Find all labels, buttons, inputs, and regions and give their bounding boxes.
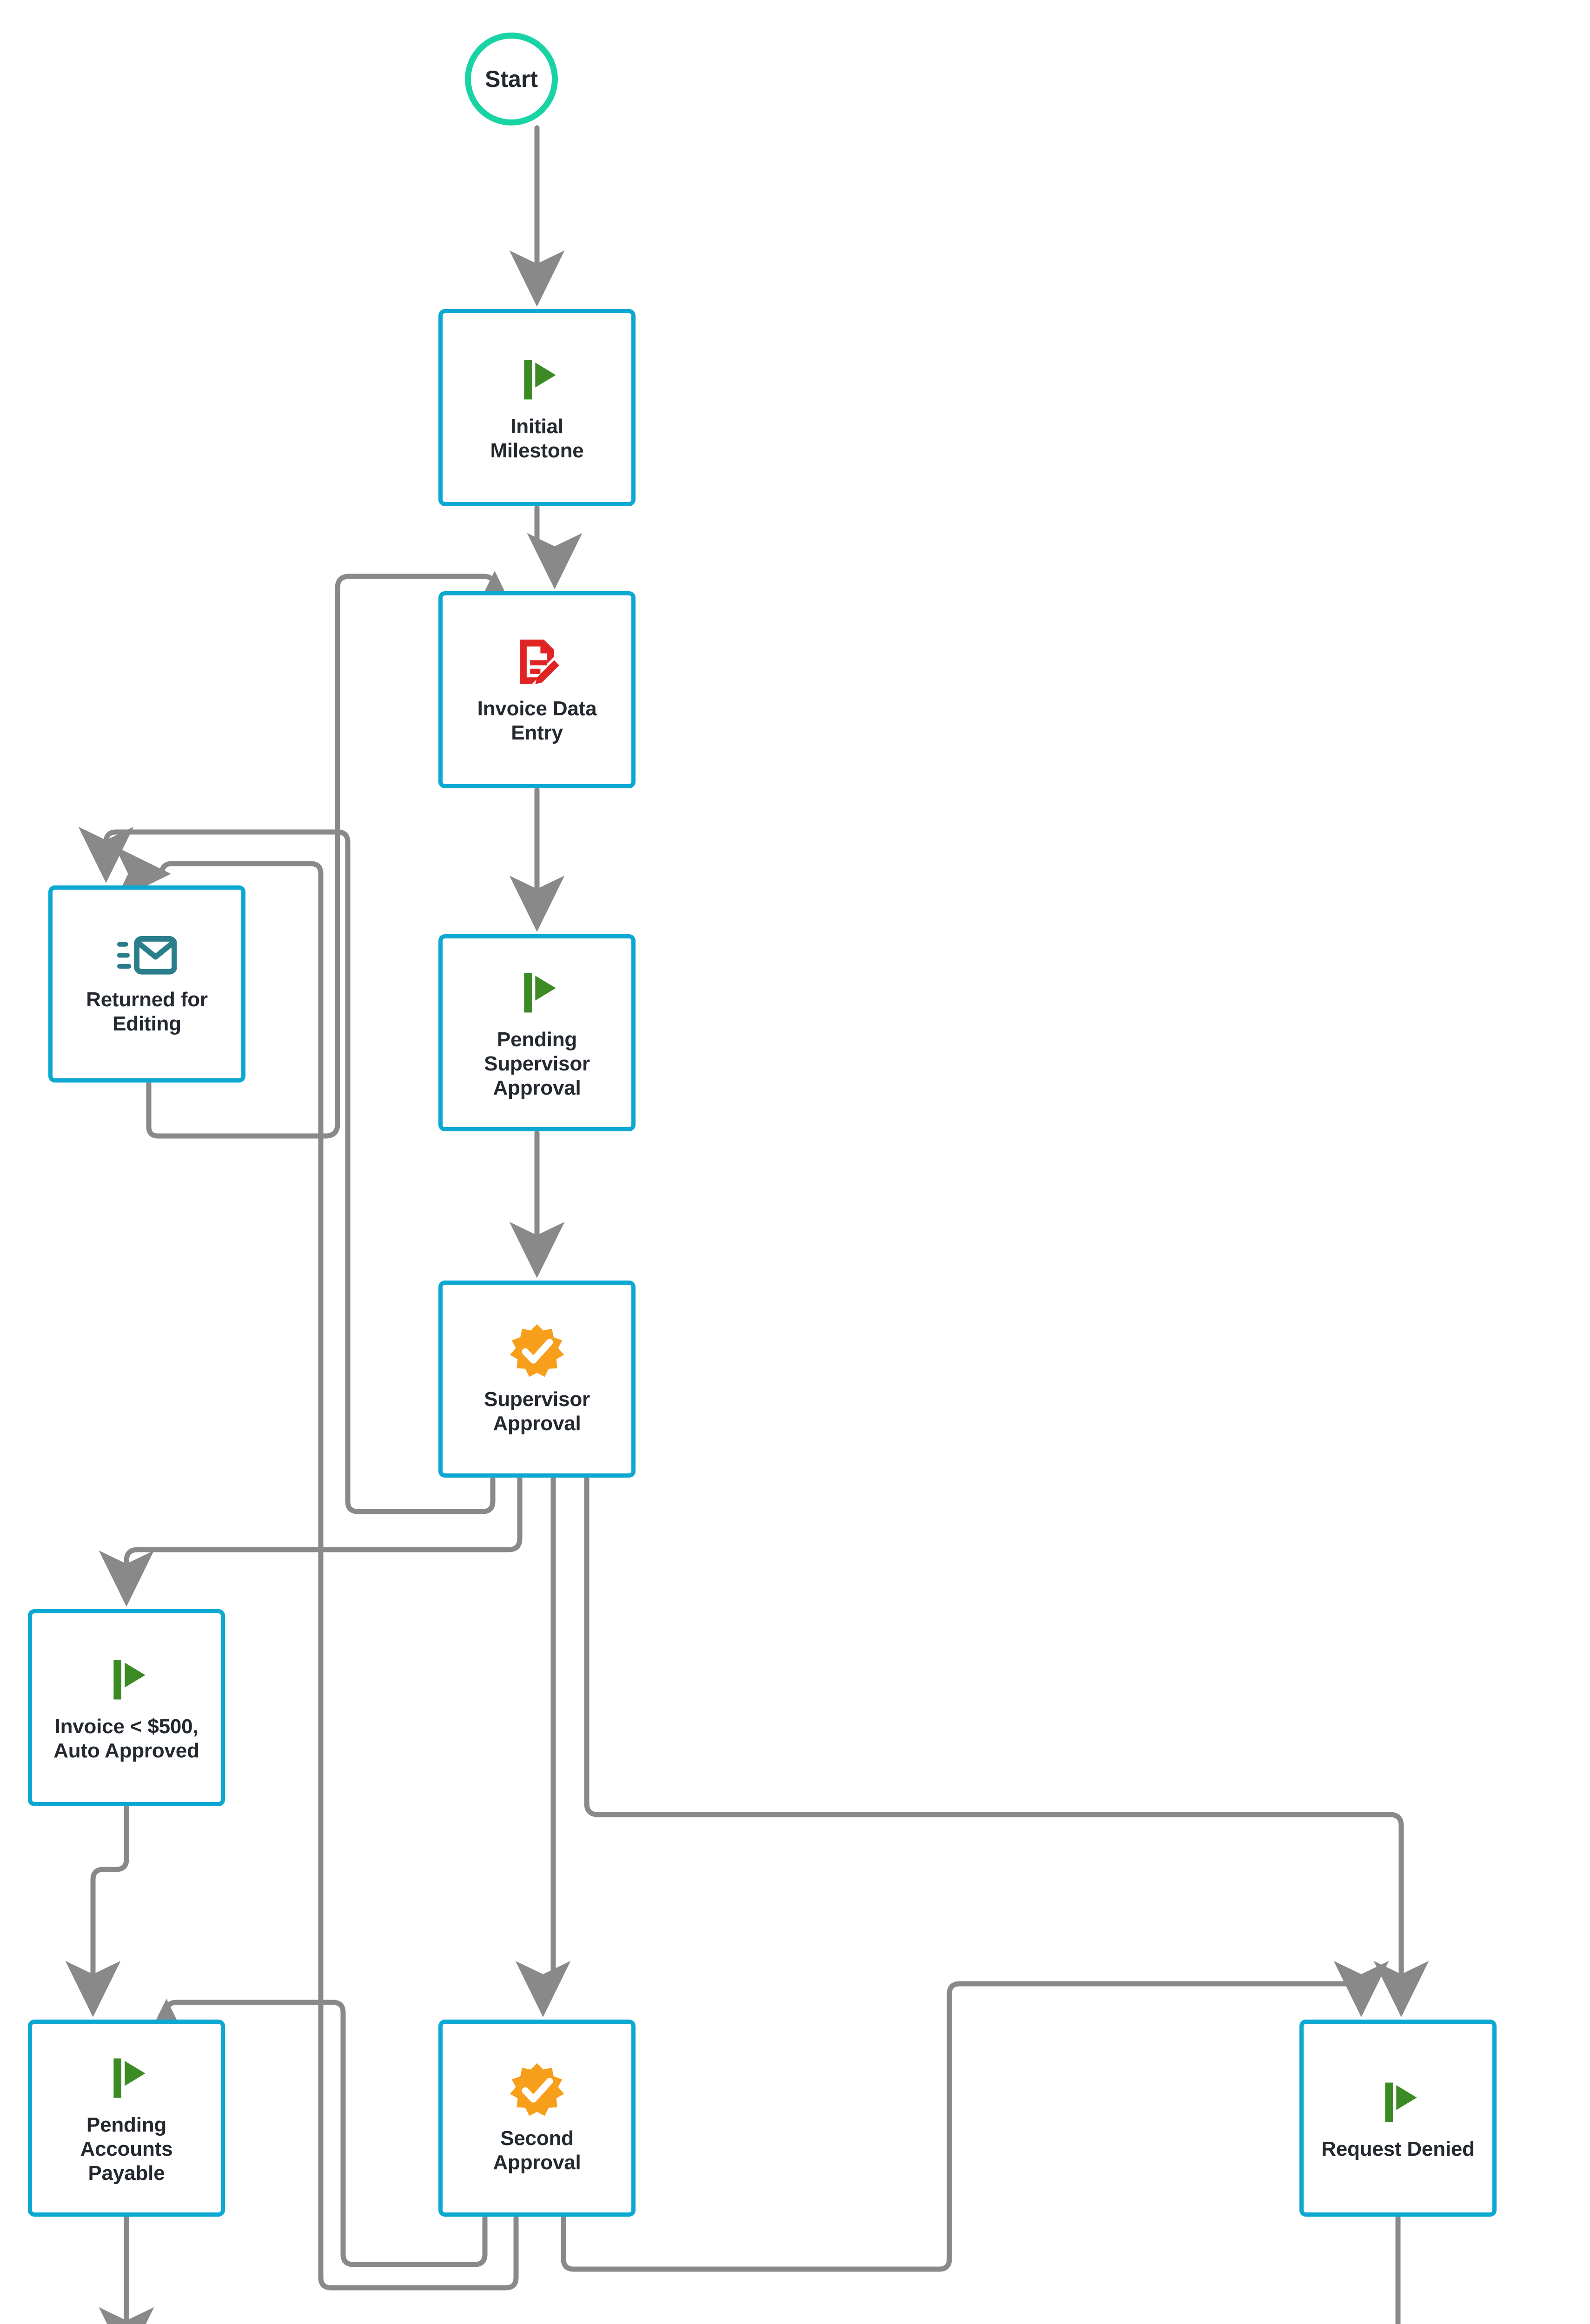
email-lines-icon bbox=[117, 932, 177, 980]
node-pending-accounts-payable-label: Pending Accounts Payable bbox=[80, 2113, 173, 2185]
edge-second-approval-to-request-denied bbox=[561, 1961, 1389, 2272]
node-second-approval-label: Second Approval bbox=[493, 2127, 581, 2174]
node-second-approval[interactable]: Second Approval bbox=[438, 2020, 636, 2217]
node-invoice-data-entry[interactable]: Invoice Data Entry bbox=[438, 591, 636, 788]
node-supervisor-approval-label: Supervisor Approval bbox=[484, 1388, 590, 1435]
node-pending-accounts-payable[interactable]: Pending Accounts Payable bbox=[28, 2020, 225, 2217]
approval-badge-icon bbox=[508, 1322, 566, 1380]
edge-supervisor-approval-to-invoice-under-500 bbox=[99, 1476, 523, 1607]
node-supervisor-approval[interactable]: Supervisor Approval bbox=[438, 1281, 636, 1478]
edge-initial-milestone-to-invoice-data-entry bbox=[527, 505, 583, 589]
milestone-flag-icon bbox=[99, 2051, 154, 2106]
node-request-denied-label: Request Denied bbox=[1321, 2138, 1475, 2161]
milestone-flag-icon bbox=[510, 965, 564, 1020]
node-request-denied[interactable]: Request Denied bbox=[1299, 2020, 1497, 2217]
node-initial-milestone-label: Initial Milestone bbox=[490, 415, 584, 462]
node-returned-for-editing[interactable]: Returned for Editing bbox=[48, 885, 245, 1083]
edge-supervisor-approval-to-second-approval bbox=[515, 1476, 571, 2017]
node-start-label: Start bbox=[485, 66, 538, 92]
milestone-flag-icon bbox=[99, 1652, 154, 1707]
node-initial-milestone[interactable]: Initial Milestone bbox=[438, 309, 636, 506]
node-invoice-under-500-auto-approved-label: Invoice < $500, Auto Approved bbox=[53, 1715, 199, 1762]
edge-invoice-under-500-to-pending-accounts-payable bbox=[65, 1805, 129, 2017]
edge-supervisor-approval-to-request-denied bbox=[584, 1476, 1429, 2017]
node-start[interactable]: Start bbox=[465, 33, 558, 125]
node-pending-supervisor-approval-label: Pending Supervisor Approval bbox=[484, 1028, 590, 1099]
document-edit-icon bbox=[510, 634, 564, 689]
approval-badge-icon bbox=[508, 2061, 566, 2119]
milestone-flag-icon bbox=[1371, 2075, 1425, 2130]
node-invoice-under-500-auto-approved[interactable]: Invoice < $500, Auto Approved bbox=[28, 1609, 225, 1806]
node-pending-supervisor-approval[interactable]: Pending Supervisor Approval bbox=[438, 934, 636, 1131]
milestone-flag-icon bbox=[510, 352, 564, 407]
node-invoice-data-entry-label: Invoice Data Entry bbox=[477, 697, 597, 744]
node-returned-for-editing-label: Returned for Editing bbox=[86, 988, 208, 1035]
